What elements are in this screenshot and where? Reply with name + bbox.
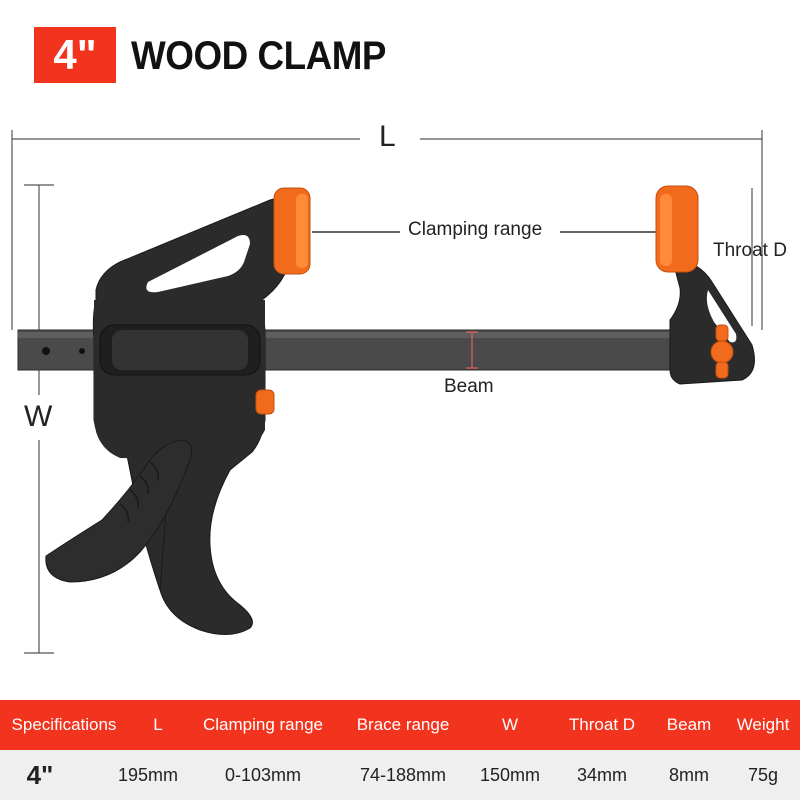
title-badge: 4" (34, 27, 116, 83)
right-jaw (669, 257, 755, 385)
width-label: W (24, 400, 53, 433)
throat-label: Throat D (713, 240, 787, 261)
page-title: WOOD CLAMP (131, 34, 387, 78)
spec-header-cell: Throat D (568, 715, 636, 734)
spec-header-cell: Weight (736, 715, 790, 734)
spec-header-cell: Clamping range (202, 715, 323, 734)
clamping-range-label: Clamping range (406, 219, 545, 241)
clamp-illustration (11, 130, 763, 654)
spec-header-cell: W (501, 715, 519, 734)
spec-header-cell: Specifications (11, 715, 117, 734)
spec-header-cell: Beam (666, 715, 712, 734)
spec-value-cell: 4" (26, 759, 54, 790)
spec-value-cell: 0-103mm (224, 764, 302, 785)
length-label: L (379, 120, 396, 153)
spec-header-cell: Brace range (356, 715, 450, 734)
release-button (255, 389, 275, 415)
spec-value-cell: 150mm (479, 764, 541, 785)
spec-value-cell: 34mm (576, 764, 627, 785)
spec-value-cell: 195mm (117, 764, 179, 785)
spec-value-cell: 8mm (669, 764, 709, 785)
spec-header-cell: L (153, 715, 163, 734)
trigger (45, 439, 193, 583)
beam-label: Beam (444, 376, 494, 397)
length-dimension-line (11, 130, 763, 330)
wing-nut-icon (710, 324, 734, 379)
spec-table-header: Specifications L Clamping range Brace ra… (0, 700, 800, 750)
spec-value-cell: 75g (747, 764, 779, 785)
spec-table-row: 4" 195mm 0-103mm 74-188mm 150mm 34mm 8mm… (0, 750, 800, 800)
spec-value-cell: 74-188mm (359, 764, 447, 785)
